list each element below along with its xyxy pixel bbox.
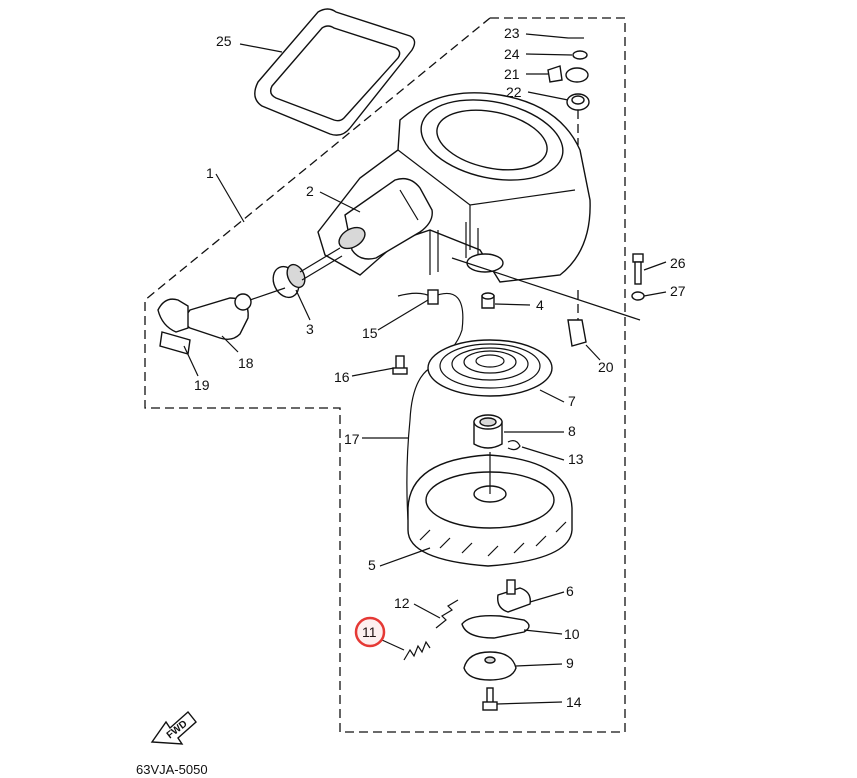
callout-27: 27 bbox=[670, 283, 686, 299]
callout-10: 10 bbox=[564, 626, 580, 642]
callout-9: 9 bbox=[566, 655, 574, 671]
callout-4: 4 bbox=[536, 297, 544, 313]
part-24-washer[interactable] bbox=[572, 50, 588, 60]
assembly-boundary bbox=[144, 17, 626, 733]
part-22-bushing[interactable] bbox=[566, 93, 590, 111]
callout-18: 18 bbox=[238, 355, 254, 371]
callout-19: 19 bbox=[194, 377, 210, 393]
part-9-cap[interactable] bbox=[463, 651, 517, 681]
part-18-starter-handle[interactable] bbox=[184, 287, 286, 341]
part-16-bolt[interactable] bbox=[392, 355, 408, 375]
callout-6: 6 bbox=[566, 583, 574, 599]
callout-23: 23 bbox=[504, 25, 520, 41]
part-10-plate[interactable] bbox=[461, 614, 530, 639]
part-27-washer[interactable] bbox=[631, 291, 645, 301]
callout-1: 1 bbox=[206, 165, 214, 181]
callout-26: 26 bbox=[670, 255, 686, 271]
callout-13: 13 bbox=[568, 451, 584, 467]
part-5-reel[interactable] bbox=[407, 452, 573, 567]
callout-7: 7 bbox=[568, 393, 576, 409]
part-7-spiral-spring[interactable] bbox=[427, 339, 553, 397]
callout-2: 2 bbox=[306, 183, 314, 199]
callout-17: 17 bbox=[344, 431, 360, 447]
callout-20: 20 bbox=[598, 359, 614, 375]
highlight-circle bbox=[354, 616, 386, 648]
callout-11[interactable]: 11 bbox=[362, 624, 377, 640]
part-8-bushing[interactable] bbox=[473, 414, 503, 449]
part-21-pawl[interactable] bbox=[547, 65, 589, 83]
callout-8: 8 bbox=[568, 423, 576, 439]
callout-22: 22 bbox=[506, 84, 522, 100]
part-11-spring[interactable] bbox=[403, 640, 431, 661]
part-13-clip[interactable] bbox=[507, 440, 521, 451]
part-2-handle-seat[interactable] bbox=[335, 177, 433, 260]
part-4-collar[interactable] bbox=[481, 292, 495, 309]
callout-16: 16 bbox=[334, 369, 350, 385]
part-20-clamp[interactable] bbox=[567, 290, 587, 347]
callout-25: 25 bbox=[216, 33, 232, 49]
part-19-clip[interactable] bbox=[157, 298, 191, 355]
part-15-hook[interactable] bbox=[427, 289, 439, 305]
callout-5: 5 bbox=[368, 557, 376, 573]
part-6-pawl[interactable] bbox=[497, 579, 531, 613]
callout-21: 21 bbox=[504, 66, 520, 82]
callout-24: 24 bbox=[504, 46, 520, 62]
part-14-bolt[interactable] bbox=[482, 687, 498, 711]
callout-14: 14 bbox=[566, 694, 582, 710]
fwd-arrow-icon: FWD bbox=[150, 710, 197, 745]
callout-15: 15 bbox=[362, 325, 378, 341]
leader-lines bbox=[183, 33, 667, 705]
callout-3: 3 bbox=[306, 321, 314, 337]
callout-12: 12 bbox=[394, 595, 410, 611]
part-26-bolt[interactable] bbox=[632, 253, 644, 285]
diagram-code: 63VJA-5050 bbox=[136, 762, 208, 777]
part-25-gasket[interactable] bbox=[254, 8, 416, 136]
part-12-spring[interactable] bbox=[435, 599, 459, 629]
